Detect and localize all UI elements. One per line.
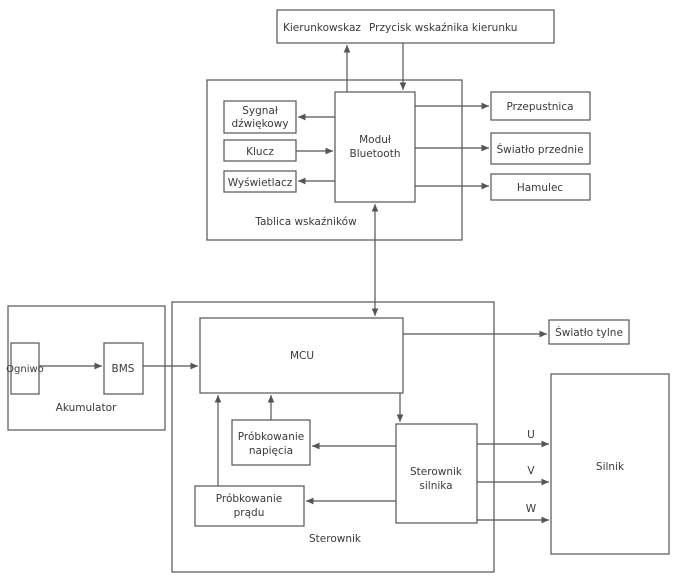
bluetooth-module-label-line1: Moduł [359, 134, 391, 146]
voltage-sampling-label-line1: Próbkowanie [238, 431, 305, 443]
dashboard-container [206, 79, 463, 241]
throttle-label: Przepustnica [506, 101, 573, 113]
turn-signal-button-label: Przycisk wskaźnika kierunku [369, 22, 517, 34]
mcu-box [199, 317, 404, 394]
cell-box [10, 342, 40, 395]
buzzer-label-line1: Sygnał [242, 105, 278, 117]
brake-label: Hamulec [517, 182, 564, 194]
battery-group: Akumulator Ogniwo BMS [6, 305, 166, 431]
battery-title: Akumulator [56, 402, 117, 414]
controller-container [171, 301, 495, 573]
controller-title: Sterownik [309, 533, 362, 545]
battery-container [7, 305, 166, 431]
key-label: Klucz [246, 146, 274, 158]
bluetooth-module-label-line2: Bluetooth [350, 148, 401, 160]
dashboard-title: Tablica wskaźników [254, 216, 357, 228]
display-label: Wyświetlacz [228, 177, 293, 189]
voltage-sampling-box [231, 419, 311, 466]
brake-box [490, 173, 591, 201]
motor-driver-label-line1: Sterownik [410, 466, 463, 478]
current-sampling-label-line1: Próbkowanie [216, 493, 283, 505]
phase-u-label: U [527, 429, 535, 441]
connectors [39, 43, 549, 524]
current-sampling-box [194, 485, 305, 527]
tail-light-box [548, 319, 630, 345]
motor-box [550, 373, 670, 555]
motor-driver-label-line2: silnika [419, 480, 452, 492]
bms-label: BMS [112, 363, 135, 375]
front-light-box [490, 132, 591, 165]
motor-label: Silnik [596, 461, 625, 473]
turn-signal-box [276, 9, 555, 44]
current-sampling-label-line2: prądu [234, 507, 265, 519]
motor-driver-box [395, 423, 478, 524]
bluetooth-module-box [334, 91, 416, 203]
right-outputs-group: Przepustnica Światło przednie Hamulec [490, 91, 591, 201]
voltage-sampling-label-line2: napięcia [249, 445, 293, 457]
cell-label: Ogniwo [6, 364, 44, 375]
display-box [223, 170, 297, 193]
phase-w-label: W [526, 503, 537, 515]
controller-group: Sterownik MCU Próbkowanie napięcia Próbk… [171, 301, 495, 573]
turn-signal-label: Kierunkowskaz [283, 22, 361, 34]
buzzer-box [223, 100, 297, 134]
front-light-label: Światło przednie [496, 143, 583, 156]
dashboard-group: Tablica wskaźników Moduł Bluetooth Sygna… [206, 79, 463, 241]
buzzer-label-line2: dźwiękowy [231, 118, 288, 130]
phase-v-label: V [527, 465, 535, 477]
bms-box [103, 342, 144, 395]
mcu-label: MCU [290, 350, 314, 362]
tail-light-label: Światło tylne [555, 326, 623, 339]
top-signal-group: Kierunkowskaz Przycisk wskaźnika kierunk… [276, 9, 555, 44]
throttle-box [490, 91, 591, 121]
